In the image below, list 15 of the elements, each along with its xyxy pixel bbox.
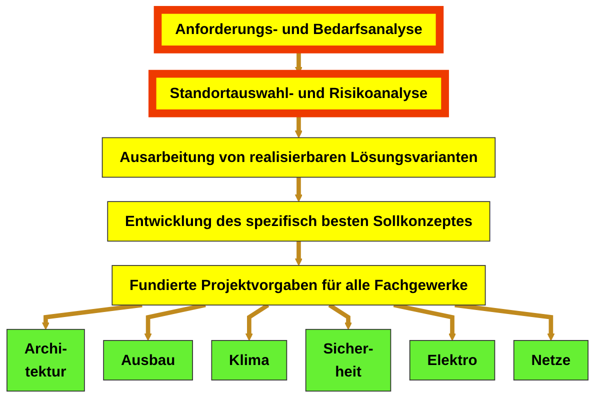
arrow — [294, 177, 303, 202]
node-box: Entwicklung des spezifisch besten Sollkonzeptes — [107, 201, 490, 242]
arrow — [294, 241, 303, 266]
node-box: Ausarbeitung von realisierbaren Lösungsvarianten — [102, 137, 496, 178]
node-box: Ausbau — [103, 340, 193, 380]
node-box: Klima — [211, 340, 288, 380]
node-box: Sicher- heit — [305, 328, 392, 392]
node-box: Fundierte Projektvorgaben für alle Fachgewerke — [112, 265, 486, 306]
node-box: Elektro — [409, 340, 496, 380]
node-box: Archi- tektur — [6, 328, 85, 392]
arrow — [328, 303, 352, 330]
node-box: Standortauswahl- und Risikoanalyse — [148, 70, 449, 118]
node-box: Anforderungs- und Bedarfsanalyse — [154, 6, 444, 54]
node-box: Netze — [513, 340, 588, 380]
arrow — [245, 303, 270, 341]
